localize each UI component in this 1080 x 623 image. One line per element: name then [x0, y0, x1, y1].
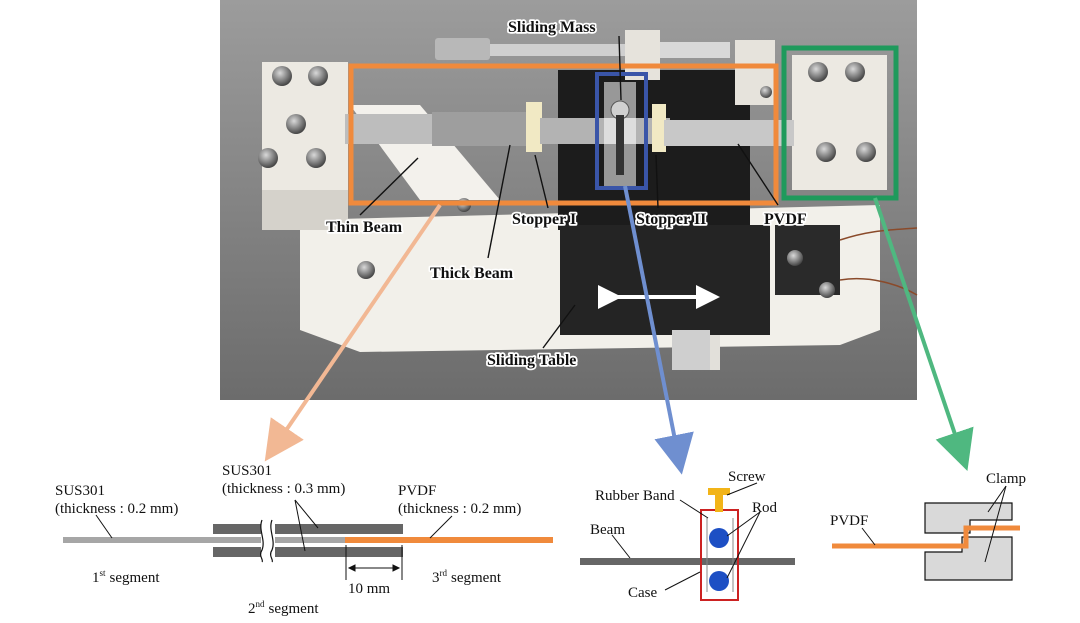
seg1-material: SUS301	[55, 483, 105, 499]
label-case: Case	[628, 585, 658, 601]
pvdf-wire-2	[839, 277, 918, 296]
photo-mass-bar	[616, 115, 624, 175]
seg2-thickness: (thickness : 0.3 mm)	[222, 481, 345, 497]
label-pvdf: PVDF	[764, 211, 807, 228]
label-rubber-band: Rubber Band	[595, 488, 675, 504]
orange-connector-arrow	[264, 203, 442, 462]
clamp-diagram: Clamp PVDF	[830, 471, 1026, 581]
label-clamp: Clamp	[986, 471, 1026, 487]
orange-highlight-box	[348, 63, 779, 206]
micrometer-end	[640, 42, 730, 58]
clamp-upper-jaw	[924, 502, 1013, 534]
label-sliding-mass: Sliding Mass	[508, 19, 596, 36]
green-highlight-box	[781, 45, 899, 201]
photo-thick-beam	[432, 112, 532, 146]
label-thick-beam: Thick Beam	[430, 265, 514, 282]
beam-diagram: SUS301 (thickness : 0.2 mm) SUS301 (thic…	[55, 463, 553, 617]
stage-top-block	[625, 30, 660, 80]
seg3-strip	[345, 537, 553, 543]
mass-rubber-band	[706, 518, 734, 592]
label-clamp-pvdf: PVDF	[830, 513, 868, 529]
mass-rod-upper	[709, 528, 729, 548]
bottom-adjuster	[672, 330, 710, 370]
label-stopper-1: Stopper I	[512, 211, 576, 228]
seg2-material: SUS301	[222, 463, 272, 479]
label-screw: Screw	[728, 469, 766, 485]
green-connector-arrow	[873, 197, 974, 471]
right-clamp-block	[792, 55, 887, 190]
mass-diagram: Screw Rubber Band Rod Beam Case	[580, 469, 795, 601]
mass-screw-head	[708, 488, 730, 495]
blue-highlight-box	[595, 72, 648, 190]
seg1-strip	[63, 537, 348, 543]
micrometer-shaft	[490, 44, 640, 56]
mass-leader-lines	[611, 482, 761, 591]
mass-rod-lower	[709, 571, 729, 591]
label-rod: Rod	[752, 500, 778, 516]
seg3-material: PVDF	[398, 483, 436, 499]
mass-screw-shaft	[715, 494, 723, 512]
label-stopper-2: Stopper II	[636, 211, 706, 228]
photo-thin-beam	[345, 114, 435, 144]
photo-pvdf-film	[664, 120, 794, 146]
micrometer-knob	[435, 38, 490, 60]
seg1-thickness: (thickness : 0.2 mm)	[55, 501, 178, 517]
clamp-lower-jaw	[924, 536, 1013, 581]
seg3-thickness: (thickness : 0.2 mm)	[398, 501, 521, 517]
photo-stopper-1	[526, 102, 542, 152]
photo-leader-lines	[359, 35, 779, 349]
seg2-bottom-layer	[213, 547, 403, 557]
beam-leader-lines	[95, 499, 453, 580]
clamp-leader-lines	[861, 485, 1007, 563]
label-sliding-table: Sliding Table	[487, 352, 576, 369]
left-clamp-side	[262, 190, 348, 230]
dimension-label: 10 mm	[348, 581, 390, 597]
seg2-top-layer	[213, 524, 403, 534]
pvdf-wire-1	[839, 227, 918, 241]
break-mark-2	[269, 519, 274, 563]
break-mark-1	[259, 519, 264, 563]
clamp-pvdf-strip	[832, 525, 1020, 549]
photo-stopper-2	[652, 104, 666, 152]
label-beam: Beam	[590, 522, 625, 538]
sliding-table-body	[560, 225, 770, 335]
label-thin-beam: Thin Beam	[326, 219, 403, 236]
blue-connector-arrow	[623, 185, 694, 475]
mass-beam	[580, 558, 795, 565]
